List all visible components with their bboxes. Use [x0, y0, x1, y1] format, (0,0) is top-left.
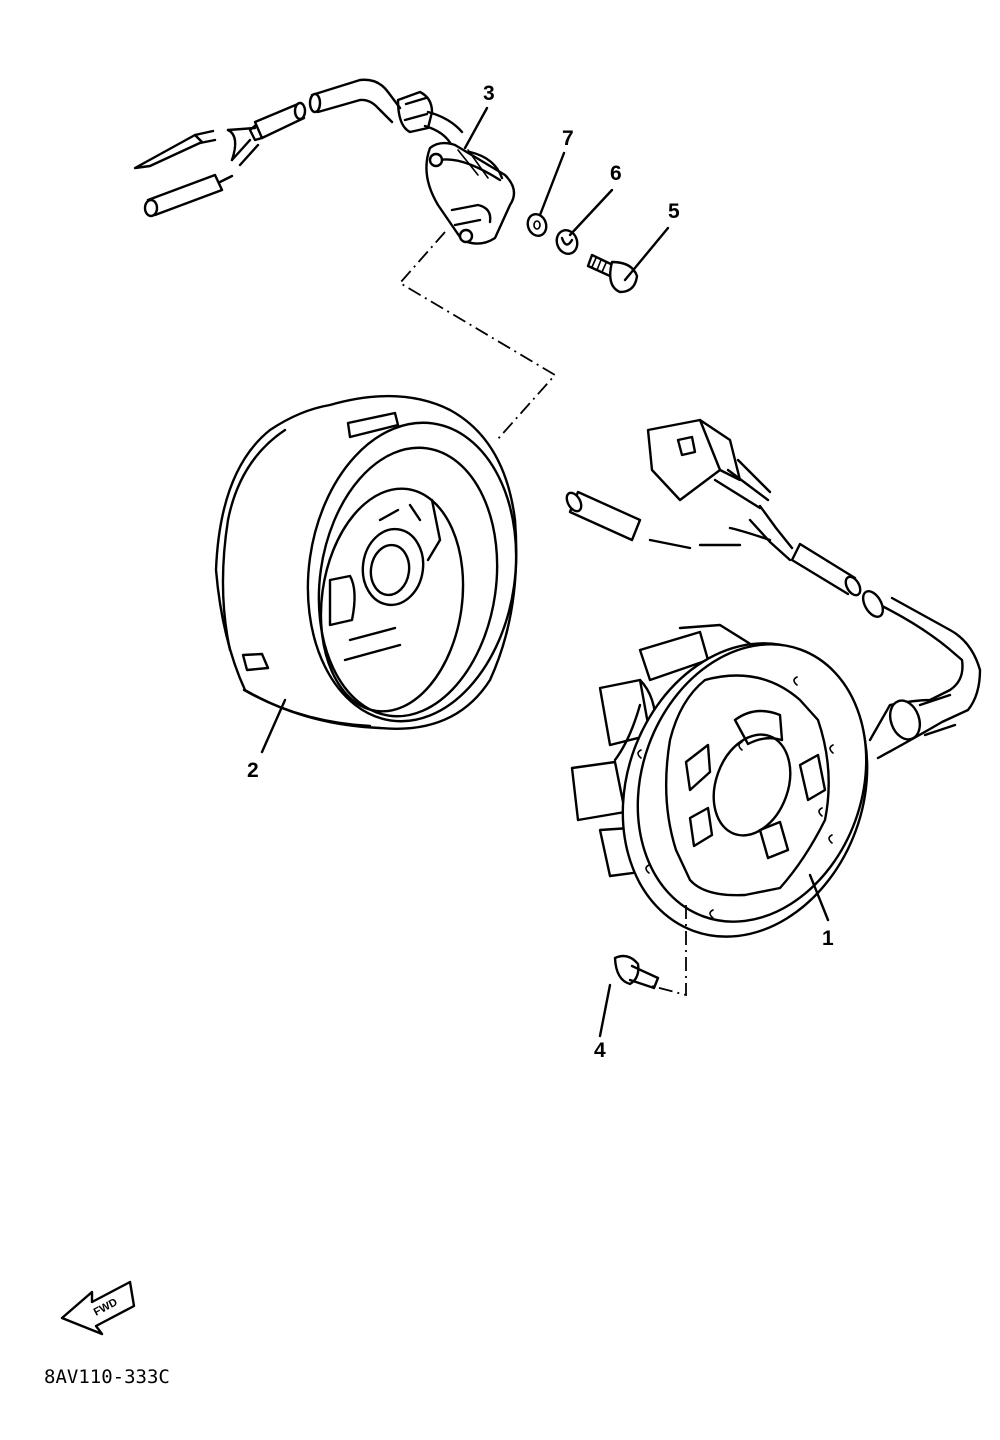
washer-part-7	[526, 213, 548, 237]
diagram-code: 8AV110-333C	[44, 1366, 170, 1388]
leader-lines	[463, 106, 670, 1038]
flywheel-rotor-part-2	[214, 394, 518, 754]
screw-part-4	[613, 954, 660, 990]
assembly-line-pickup	[398, 231, 557, 441]
lock-washer-part-6	[555, 229, 579, 255]
stator-assembly-part-1	[565, 418, 982, 938]
callout-3: 3	[483, 82, 495, 105]
callout-7: 7	[562, 127, 574, 150]
callout-5: 5	[668, 200, 680, 223]
pickup-coil-assembly	[133, 78, 516, 245]
screw-part-5	[586, 253, 639, 294]
callout-2: 2	[247, 759, 259, 782]
assembly-line-screw	[651, 905, 687, 997]
callout-4: 4	[594, 1039, 606, 1062]
callout-6: 6	[610, 162, 622, 185]
callout-1: 1	[822, 927, 834, 950]
fwd-arrow-icon: FWD	[60, 1280, 136, 1336]
